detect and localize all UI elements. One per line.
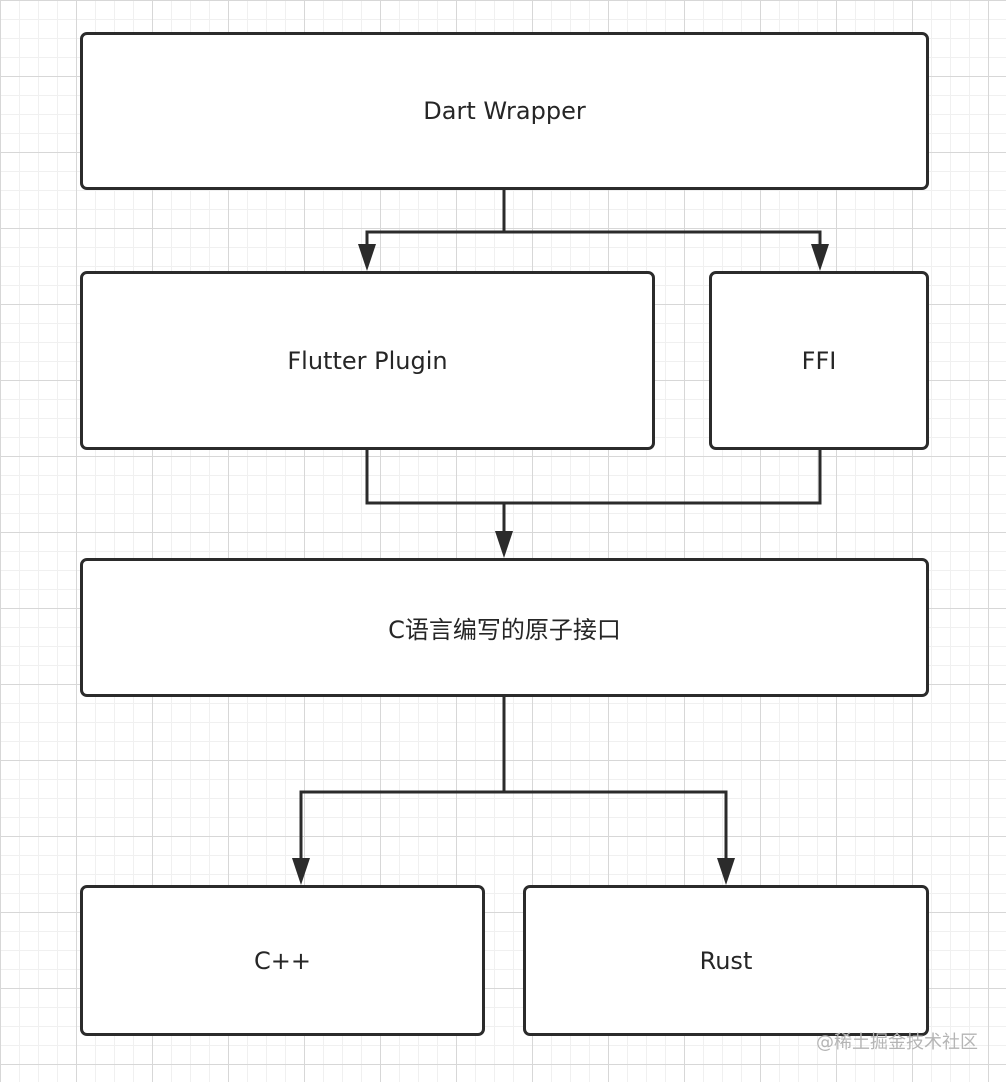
arrowhead-cpp	[292, 858, 310, 885]
node-dart-wrapper: Dart Wrapper	[80, 32, 929, 190]
connector-plugin-to-c	[365, 450, 506, 540]
node-c-interface-label: C语言编写的原子接口	[388, 616, 621, 644]
arrowhead-ffi	[811, 244, 829, 271]
node-dart-wrapper-label: Dart Wrapper	[423, 97, 586, 125]
connector-c-to-cpp	[299, 697, 506, 866]
node-c-interface: C语言编写的原子接口	[80, 558, 929, 697]
node-rust-label: Rust	[699, 946, 753, 975]
node-ffi-label: FFI	[801, 346, 837, 375]
node-flutter-plugin-label: Flutter Plugin	[287, 346, 448, 375]
node-ffi: FFI	[709, 271, 929, 450]
node-flutter-plugin: Flutter Plugin	[80, 271, 655, 450]
arrowhead-c-interface	[495, 531, 513, 558]
connector-dart-to-plugin	[365, 190, 506, 252]
connector-c-to-rust	[504, 790, 728, 866]
arrowhead-plugin	[358, 244, 376, 271]
connector-ffi-to-c	[504, 450, 822, 505]
node-cpp-label: C++	[254, 946, 311, 975]
watermark: @稀土掘金技术社区	[816, 1032, 978, 1053]
connector-dart-to-ffi	[504, 230, 822, 252]
node-cpp: C++	[80, 885, 485, 1036]
node-rust: Rust	[523, 885, 929, 1036]
arrowhead-rust	[717, 858, 735, 885]
